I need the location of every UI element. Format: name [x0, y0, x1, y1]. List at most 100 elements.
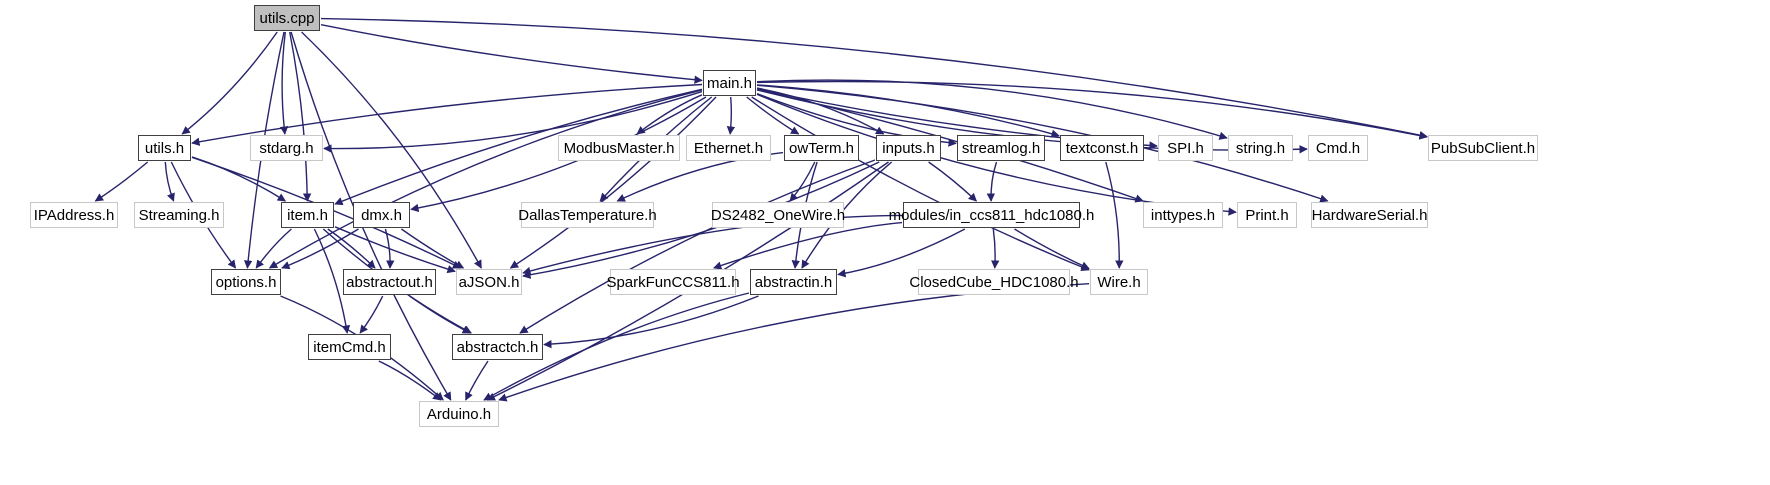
graph-node-ds2482-h[interactable]: DS2482_OneWire.h [711, 202, 845, 228]
graph-node-utils-h[interactable]: utils.h [138, 135, 191, 161]
graph-node-label: Arduino.h [426, 405, 492, 423]
graph-node-label: Ethernet.h [693, 139, 764, 157]
graph-node-itemcmd-h[interactable]: itemCmd.h [308, 334, 391, 360]
graph-node-label: Print.h [1245, 206, 1289, 224]
graph-node-label: stdarg.h [259, 139, 314, 157]
graph-node-arduino-h[interactable]: Arduino.h [419, 401, 499, 427]
graph-node-dmx-h[interactable]: dmx.h [353, 202, 410, 228]
graph-node-label: Streaming.h [138, 206, 220, 224]
graph-edge-item-h-to-itemcmd-h [313, 228, 351, 334]
graph-node-label: DS2482_OneWire.h [710, 206, 846, 224]
graph-node-abstractch-h[interactable]: abstractch.h [452, 334, 543, 360]
graph-node-main-h[interactable]: main.h [703, 70, 756, 96]
graph-edge-ccs811-hdc-h-to-ajson-h [522, 214, 903, 276]
graph-node-label: IPAddress.h [33, 206, 115, 224]
graph-node-label: utils.h [144, 139, 185, 157]
graph-edge-abstractout-h-to-itemcmd-h [359, 295, 384, 334]
graph-edge-main-h-to-inttypes-h [756, 88, 1144, 203]
graph-node-stdarg-h[interactable]: stdarg.h [250, 135, 323, 161]
graph-edge-utils-h-to-streaming-h [164, 161, 175, 202]
graph-node-label: Cmd.h [1315, 139, 1361, 157]
graph-edge-main-h-to-ajson-h [509, 96, 717, 269]
graph-node-closedcube-h[interactable]: ClosedCube_HDC1080.h [909, 269, 1079, 295]
graph-node-wire-h[interactable]: Wire.h [1090, 269, 1148, 295]
graph-node-streamlog-h[interactable]: streamlog.h [957, 135, 1045, 161]
graph-edge-utils-h-to-item-h [191, 156, 287, 202]
graph-node-textconst-h[interactable]: textconst.h [1060, 135, 1144, 161]
graph-edge-abstractch-h-to-arduino-h [465, 360, 489, 401]
graph-node-label: SparkFunCCS811.h [606, 273, 740, 291]
graph-node-abstractout-h[interactable]: abstractout.h [343, 269, 436, 295]
graph-node-abstractin-h[interactable]: abstractin.h [750, 269, 837, 295]
graph-edge-inputs-h-to-abstractch-h [519, 159, 876, 334]
graph-node-label: textconst.h [1065, 139, 1139, 157]
graph-edge-main-h-to-string-h [756, 79, 1228, 140]
graph-node-print-h[interactable]: Print.h [1237, 202, 1297, 228]
graph-edge-ccs811-hdc-h-to-sparkfunccs-h [713, 221, 903, 270]
graph-node-utils-cpp[interactable]: utils.cpp [254, 5, 320, 31]
graph-node-pubsubclient-h[interactable]: PubSubClient.h [1428, 135, 1538, 161]
graph-node-ajson-h[interactable]: aJSON.h [456, 269, 522, 295]
graph-node-label: item.h [287, 206, 328, 224]
graph-node-cmd-h[interactable]: Cmd.h [1308, 135, 1368, 161]
graph-edge-ccs811-hdc-h-to-closedcube-h [991, 228, 1000, 269]
graph-node-hwserial-h[interactable]: HardwareSerial.h [1311, 202, 1428, 228]
graph-edge-utils-cpp-to-item-h [289, 31, 312, 202]
graph-edge-ccs811-hdc-h-to-abstractin-h [837, 228, 966, 278]
graph-node-label: owTerm.h [788, 139, 855, 157]
graph-node-label: utils.cpp [259, 9, 315, 27]
graph-node-label: HardwareSerial.h [1311, 206, 1428, 224]
graph-edge-main-h-to-modbusmaster-h [636, 94, 703, 135]
graph-edge-utils-cpp-to-ajson-h [301, 31, 482, 269]
graph-edge-abstractout-h-to-abstractch-h [409, 295, 471, 334]
graph-node-label: aJSON.h [458, 273, 520, 291]
graph-node-ccs811-hdc-h[interactable]: modules/in_ccs811_hdc1080.h [889, 202, 1094, 228]
graph-edge-main-h-to-dmx-h [410, 96, 707, 213]
graph-node-label: abstractin.h [754, 273, 833, 291]
graph-node-ipaddress-h[interactable]: IPAddress.h [30, 202, 118, 228]
graph-edge-main-h-to-ethernet-h [726, 96, 736, 135]
graph-edge-main-h-to-hwserial-h [756, 84, 1329, 203]
graph-edge-main-h-to-item-h [334, 88, 703, 206]
graph-node-inputs-h[interactable]: inputs.h [876, 135, 941, 161]
graph-node-label: abstractout.h [346, 273, 433, 291]
graph-edge-utils-cpp-to-utils-h [181, 31, 278, 135]
graph-node-options-h[interactable]: options.h [211, 269, 281, 295]
graph-node-owterm-h[interactable]: owTerm.h [784, 135, 859, 161]
graph-node-ethernet-h[interactable]: Ethernet.h [686, 135, 771, 161]
graph-edge-utils-cpp-to-main-h [320, 24, 703, 84]
graph-node-label: string.h [1235, 139, 1286, 157]
graph-node-label: modules/in_ccs811_hdc1080.h [888, 206, 1095, 224]
graph-edge-main-h-to-pubsubclient-h [756, 80, 1428, 140]
graph-edge-item-h-to-options-h [255, 228, 292, 269]
graph-edge-utils-h-to-ipaddress-h [94, 161, 149, 202]
graph-edge-streamlog-h-to-ccs811-hdc-h [986, 161, 998, 202]
graph-edge-main-h-to-utils-h [191, 83, 703, 146]
graph-edge-item-h-to-abstractout-h [327, 228, 376, 269]
graph-edge-dmx-h-to-ajson-h [400, 228, 465, 269]
graph-node-label: DallasTemperature.h [518, 206, 657, 224]
graph-node-modbusmaster-h[interactable]: ModbusMaster.h [558, 135, 680, 161]
graph-node-item-h[interactable]: item.h [281, 202, 334, 228]
graph-edge-abstractin-h-to-arduino-h [483, 292, 750, 401]
graph-node-label: options.h [215, 273, 277, 291]
graph-node-label: main.h [706, 74, 753, 92]
graph-edge-item-h-to-ajson-h [334, 226, 456, 274]
graph-node-label: dmx.h [361, 206, 402, 224]
graph-node-streaming-h[interactable]: Streaming.h [134, 202, 224, 228]
graph-node-inttypes-h[interactable]: inttypes.h [1143, 202, 1223, 228]
graph-edge-main-h-to-stdarg-h [323, 90, 703, 153]
graph-node-label: ClosedCube_HDC1080.h [909, 273, 1079, 291]
graph-node-label: ModbusMaster.h [563, 139, 675, 157]
graph-edge-ccs811-hdc-h-to-wire-h [1014, 228, 1090, 270]
graph-node-label: streamlog.h [961, 139, 1041, 157]
graph-node-dallastemp-h[interactable]: DallasTemperature.h [518, 202, 657, 228]
graph-node-label: inputs.h [882, 139, 935, 157]
graph-edge-wire-h-to-arduino-h [498, 283, 1090, 402]
graph-node-spi-h[interactable]: SPI.h [1158, 135, 1213, 161]
graph-node-sparkfunccs-h[interactable]: SparkFunCCS811.h [606, 269, 740, 295]
graph-node-string-h[interactable]: string.h [1228, 135, 1293, 161]
graph-edge-main-h-to-options-h [268, 89, 703, 269]
